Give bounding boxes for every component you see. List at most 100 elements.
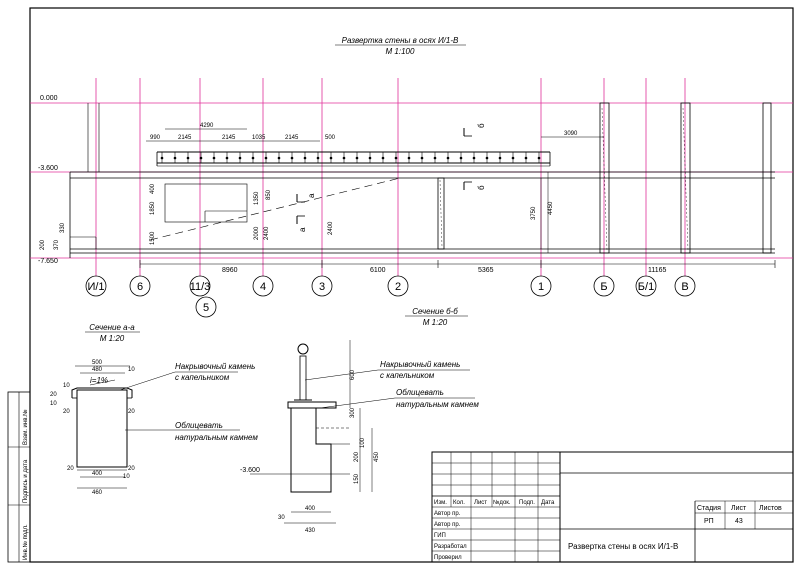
side-stamp-3: Инв.№ подл. [22,524,29,560]
railing-post-knot [394,156,398,160]
railing-post-knot [433,156,437,160]
dim-bottom-3: 5365 [478,267,494,274]
cut-label-b-top: б [477,123,486,128]
railing-post-knot [537,156,541,160]
dim-bottom-4: 11165 [648,267,667,274]
railing-post-knot [446,156,450,160]
axis-label-1: 1 [538,281,544,293]
sec-b-dim-150: 150 [354,473,360,484]
stamp-sheets-label: Листов [759,505,782,512]
sec-a-dim-s6: 20 [128,409,135,415]
sec-a-dim-s4: 10 [50,401,57,407]
side-stamp: Взам. инв.№ Подпись и дата Инв.№ подл. [7,391,31,563]
sec-a-slope: i=1% [90,376,108,385]
stamp-col-2: Кол. [453,500,465,506]
axis-label-6: 6 [137,281,143,293]
section-a-drawing [71,365,133,489]
sec-a-dim-s1: 10 [63,383,70,389]
stamp-col-6: Дата [541,500,555,506]
railing-post-knot [316,156,320,160]
axis-bubble-3 [311,275,333,297]
dim-bottom-1: 8960 [222,267,238,274]
dim-top-5: 2145 [285,135,299,141]
railing-post-knot [355,156,359,160]
dim-top-overall: 4290 [200,123,214,129]
sec-a-dim-s8: 20 [128,466,135,472]
axis-label-11-3: 11/3 [190,281,211,293]
dim-v-6: 2000 [254,226,260,240]
bottom-dim-chain [139,260,776,268]
dim-v-1: 400 [150,183,156,194]
sec-b-level: -3.600 [240,467,260,474]
railing-post-knot [368,156,372,160]
stamp-sheet: 43 [735,518,743,525]
stamp-sheet-label: Лист [731,505,747,512]
railing-post-knot [381,156,385,160]
stamp-col-3: Лист [474,500,487,506]
axis-bubble-b [593,275,615,297]
axis-label-v: В [681,281,688,293]
sec-a-note1-l1: Накрывочный камень [175,362,255,371]
dim-left-3: 330 [60,222,66,233]
side-stamp-2: Подпись и дата [23,459,29,503]
sec-a-note1-l2: с капельником [175,373,230,382]
railing-post-knot [238,156,242,160]
railing-post-knot [472,156,476,160]
section-b-title: Сечение б-б [412,307,458,316]
railing-posts [160,152,541,163]
section-a-scale: М 1:20 [100,334,125,343]
side-stamp-1: Взам. инв.№ [22,409,29,445]
sec-a-dim-500: 500 [92,360,103,366]
railing-post-knot [199,156,203,160]
railing-post-knot [225,156,229,160]
axis-label-i1: И/1 [87,281,104,293]
dim-top-6: 500 [325,135,336,141]
sec-b-dim-450: 450 [374,451,380,462]
axis-bubble-6 [129,275,151,297]
dim-v-3: 1500 [150,231,156,245]
railing-post-knot [264,156,268,160]
axis-label-b: Б [600,281,607,293]
axis-bubble-11-3 [189,275,211,297]
cut-label-b-bottom: б [477,185,486,190]
dim-v-4: 1350 [254,191,260,205]
sec-a-leaders [119,371,240,431]
railing-post-knot [251,156,255,160]
railing-post-knot [342,156,346,160]
stamp-row-3: ГИП [434,533,446,539]
dim-v-5: 850 [266,189,272,200]
axis-label-b1: Б/1 [638,281,654,293]
axis-bubble-v [674,275,696,297]
dim-top-2: 2145 [178,135,192,141]
stamp-row-2: Автор пр. [434,522,461,528]
railing-post-knot [290,156,294,160]
axis-lines [95,78,686,290]
level-top: 0.000 [40,95,58,102]
sec-a-dim-s3: 20 [50,392,57,398]
stamp-col-1: Изм. [434,500,447,506]
dim-left-2: 370 [54,239,60,250]
railing [156,151,551,167]
sec-a-note2-l2: натуральным камнем [175,433,258,442]
sec-a-dim-480: 480 [92,367,103,373]
section-b-scale: М 1:20 [423,318,448,327]
dim-v-2: 1850 [150,201,156,215]
axis-bubble-1 [530,275,552,297]
railing-post-knot [173,156,177,160]
top-dim-chain [146,128,604,142]
axis-label-3: 3 [319,281,325,293]
railing-post-knot [485,156,489,160]
level-bottom: -7.650 [38,258,58,265]
railing-post-knot [524,156,528,160]
axis-label-4: 4 [260,281,266,293]
sec-a-note2-l1: Облицевать [175,421,223,430]
sec-b-note2-l2: натуральным камнем [396,400,479,409]
dim-top-1: 990 [150,135,161,141]
stamp-stage: РП [704,518,714,525]
dim-left-1: 200 [40,239,46,250]
sec-b-dim-100: 100 [360,437,366,448]
stamp-sheet-title: Развертка стены в осях И/1-В [568,542,678,551]
railing-post-knot [420,156,424,160]
cut-mark-a [296,194,305,224]
